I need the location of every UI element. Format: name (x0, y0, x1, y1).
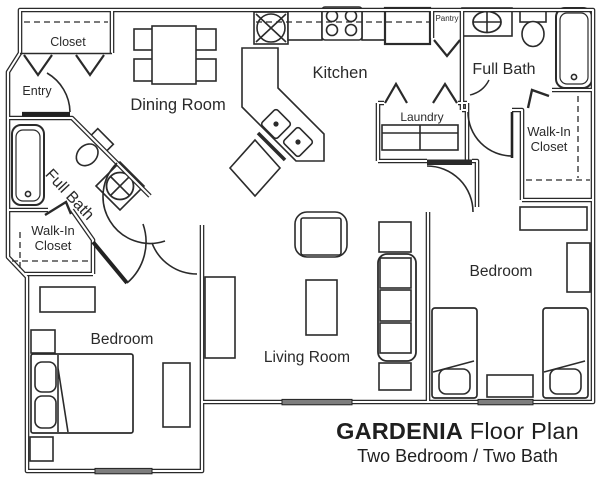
nightstand-icon (486, 374, 534, 398)
oval-sink-icon (461, 7, 513, 37)
kitchen-island (228, 138, 282, 198)
twin-bed-icon (431, 307, 478, 399)
label-laundry: Laundry (400, 110, 444, 124)
end-table (378, 221, 412, 253)
walk-in-line2: Closet (530, 138, 568, 154)
doors-layer (12, 21, 590, 285)
plan-title-rest: Floor Plan (463, 418, 579, 444)
walk-in-line1: Walk-In (527, 124, 571, 139)
bathtub-icon (555, 7, 593, 89)
label-kitchen: Kitchen (312, 64, 368, 82)
door-swing-arc (46, 72, 71, 113)
washer-dryer-icon (381, 124, 459, 151)
door-header-bar (427, 159, 472, 165)
bedroom-door-leaf (91, 240, 129, 285)
dresser-icon (39, 286, 96, 313)
double-basin-sink-icon (241, 47, 325, 162)
bathtub-icon (11, 124, 45, 206)
label-full-bath-right: Full Bath (472, 61, 536, 78)
counter (361, 9, 386, 41)
chest-icon (162, 362, 191, 428)
window-segment (94, 467, 153, 475)
closet-door-ajar (44, 200, 73, 217)
fixtures-layer (11, 6, 593, 462)
bifold-door (384, 81, 458, 104)
toilet-icon (519, 9, 547, 48)
corner-cabinet-icon (253, 11, 289, 45)
walls-core (6, 8, 595, 473)
door-swing-arc (151, 242, 198, 275)
twin-bed-icon (542, 307, 589, 399)
door-swing-arc (102, 162, 166, 245)
closet-rod-dashes (12, 21, 590, 268)
label-bedroom-left: Bedroom (90, 331, 154, 348)
refrigerator-icon (383, 6, 432, 46)
window-segment (281, 398, 353, 406)
plan-name: GARDENIA (336, 418, 464, 444)
queen-bed-icon (30, 353, 134, 434)
bifold-door (433, 39, 461, 58)
walk-in-line2: Closet (34, 237, 72, 253)
dining-table-icon (133, 25, 217, 85)
label-bedroom-right: Bedroom (469, 263, 533, 280)
label-pantry: Pantry (435, 14, 459, 23)
nightstand-icon (30, 329, 56, 354)
tv-stand (204, 276, 236, 359)
label-dining-room: Dining Room (130, 96, 226, 114)
nightstand-icon (29, 436, 54, 462)
armchair-icon (294, 211, 348, 258)
window-segment (477, 398, 534, 406)
windows-layer (94, 398, 534, 475)
label-walk-in-closet-left: Walk-In Closet (25, 223, 81, 253)
dresser-icon (519, 206, 588, 231)
sofa-icon (377, 253, 417, 362)
plan-subtitle: Two Bedroom / Two Bath (357, 446, 558, 466)
label-entry-closet: Closet (50, 35, 86, 49)
title-block: GARDENIA Floor Plan Two Bedroom / Two Ba… (310, 418, 601, 467)
label-walk-in-closet-right: Walk-In Closet (521, 124, 577, 154)
end-table (378, 362, 412, 391)
bifold-door (23, 54, 105, 77)
door-swing-arc (467, 111, 513, 157)
label-leader-line (469, 79, 490, 96)
door-swing-arc (126, 223, 147, 284)
counter (287, 9, 323, 41)
door-swing-arc (426, 165, 474, 213)
walls-layer (5, 7, 596, 474)
label-entry: Entry (22, 84, 52, 98)
label-living-room: Living Room (263, 349, 351, 366)
plan-title: GARDENIA Floor Plan (310, 418, 601, 445)
walk-in-line1: Walk-In (31, 223, 75, 238)
closet-door-ajar (526, 88, 550, 109)
coffee-table-icon (305, 279, 338, 336)
chest-icon (566, 242, 591, 293)
